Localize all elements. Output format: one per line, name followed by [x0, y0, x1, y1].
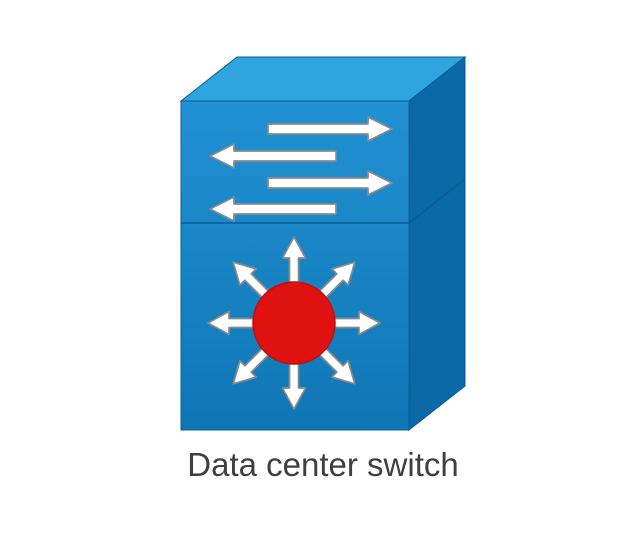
bidirectional-arrows-icon	[209, 116, 393, 222]
box-divider-edge	[181, 178, 466, 224]
radial-arrows-icon	[207, 236, 381, 410]
arrow-right-icon	[267, 170, 393, 196]
arrow-left-icon	[209, 196, 337, 222]
arrow-left-icon	[209, 143, 337, 169]
shape-label: Data center switch	[187, 446, 458, 483]
box-side-face	[408, 55, 466, 432]
switch-box	[179, 55, 467, 432]
hub-circle	[252, 281, 336, 365]
arrow-right-icon	[267, 116, 393, 142]
